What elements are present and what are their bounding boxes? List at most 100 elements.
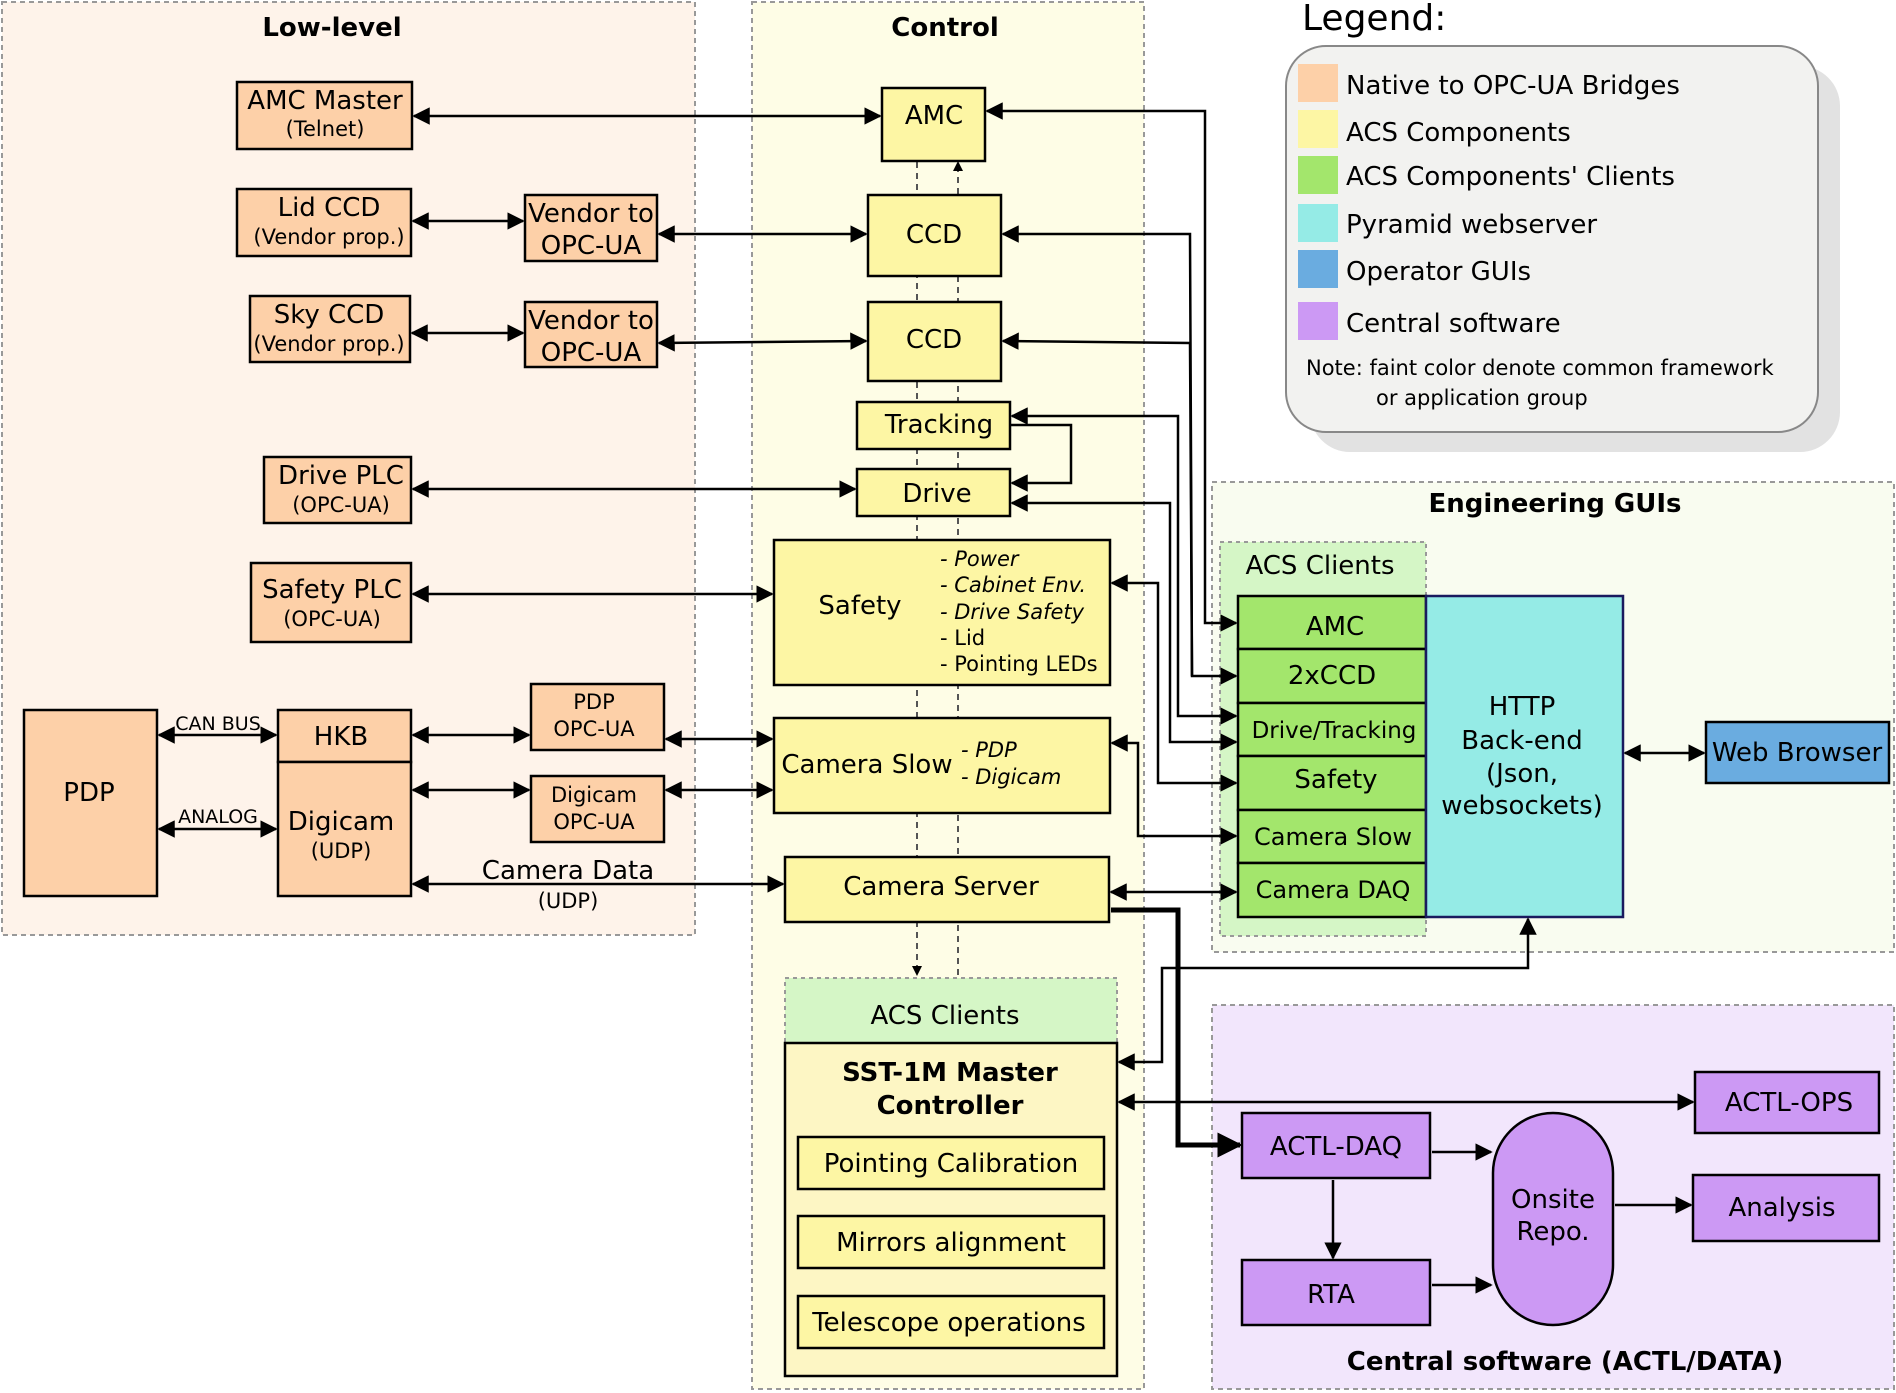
tracking-component-box	[855, 400, 1012, 451]
mirrors-alignment-box	[796, 1214, 1106, 1270]
drive-component-box	[855, 467, 1012, 518]
web-browser-box	[1704, 720, 1891, 785]
ccd-component-2-label: CCD	[906, 325, 962, 355]
legend-swatch-acs-clients	[1298, 156, 1338, 194]
can-bus-label: CAN BUS	[175, 713, 261, 735]
link-cameraserver-actldaq	[1111, 907, 1243, 1158]
eng-client-amc-label: AMC	[1306, 612, 1364, 642]
lid-ccd-sub: (Vendor prop.)	[253, 225, 404, 249]
eng-client-ccd-label: 2xCCD	[1288, 661, 1376, 691]
pointing-calibration-label: Pointing Calibration	[824, 1149, 1079, 1179]
legend-label-native: Native to OPC-UA Bridges	[1346, 71, 1680, 101]
legend-swatch-operator	[1298, 250, 1338, 288]
legend-label-central: Central software	[1346, 309, 1561, 339]
camera-slow-item-pdp: - PDP	[961, 738, 1017, 762]
engineering-title: Engineering GUIs	[1428, 489, 1681, 519]
connectors	[157, 102, 1706, 1294]
pdp-opcua-box	[529, 682, 666, 752]
pdp-opcua-l2: OPC-UA	[553, 717, 635, 741]
vendor-opcua-1-box	[523, 193, 659, 263]
legend-label-pyramid: Pyramid webserver	[1346, 210, 1597, 240]
sky-ccd-label: Sky CCD	[274, 300, 385, 330]
eng-client-safety-label: Safety	[1294, 765, 1377, 795]
acs-clients-ctrl-title: ACS Clients	[870, 1001, 1019, 1031]
actl-daq-box	[1240, 1111, 1432, 1180]
digicam-opcua-box	[529, 774, 666, 844]
control-title: Control	[891, 13, 998, 43]
http-backend-l4: websockets)	[1441, 791, 1603, 821]
amc-master-sub: (Telnet)	[286, 117, 365, 141]
legend-label-acs-clients: ACS Components' Clients	[1346, 162, 1675, 192]
legend-swatch-pyramid	[1298, 204, 1338, 242]
lowlevel-title: Low-level	[262, 13, 401, 43]
digicam-sub: (UDP)	[311, 839, 372, 863]
legend-title: Legend:	[1302, 0, 1446, 39]
link-vendor2-ccd2	[657, 332, 868, 352]
legend-note-line2: or application group	[1376, 386, 1588, 410]
amc-master-box	[235, 80, 414, 151]
vendor-opcua-2-box	[523, 300, 659, 369]
sky-ccd-sub: (Vendor prop.)	[253, 332, 404, 356]
drive-plc-label: Drive PLC	[278, 461, 404, 491]
pdp-opcua-l1: PDP	[573, 690, 615, 714]
legend-swatch-acs	[1298, 110, 1338, 148]
digicam-box	[276, 760, 413, 898]
safety-plc-box	[249, 561, 413, 644]
eng-client-camera-slow	[1236, 808, 1428, 865]
digicam-opcua-l1: Digicam	[551, 783, 637, 807]
amc-component-box	[880, 86, 987, 163]
pdp-box	[22, 708, 159, 898]
hkb-label: HKB	[314, 722, 368, 752]
link-master-http	[1117, 917, 1537, 1071]
master-controller-title-l1: SST-1M Master	[842, 1058, 1058, 1088]
actl-ops-box	[1693, 1070, 1881, 1135]
actl-daq-label: ACTL-DAQ	[1270, 1132, 1402, 1162]
lid-ccd-label: Lid CCD	[278, 193, 381, 223]
amc-component-label: AMC	[905, 101, 963, 131]
camera-data-sub: (UDP)	[538, 889, 599, 913]
analysis-label: Analysis	[1728, 1193, 1835, 1223]
acs-clients-eng-title: ACS Clients	[1245, 551, 1394, 581]
ccd-component-2-box	[866, 300, 1003, 383]
tracking-component-label: Tracking	[884, 410, 993, 440]
telescope-operations-box	[796, 1294, 1106, 1350]
legend-box	[1285, 45, 1819, 433]
drive-plc-box	[262, 455, 413, 525]
drive-plc-sub: (OPC-UA)	[292, 493, 390, 517]
ccd-component-1-box	[866, 193, 1003, 278]
central-title: Central software (ACTL/DATA)	[1347, 1347, 1783, 1377]
legend-swatch-central	[1298, 302, 1338, 340]
acs-clients-ctrl-area	[784, 977, 1118, 1047]
legend-label-operator: Operator GUIs	[1346, 257, 1531, 287]
vendor-opcua-1-l1: Vendor to	[528, 199, 654, 229]
legend-note-line1: Note: faint color denote common framewor…	[1306, 356, 1774, 380]
actl-ops-label: ACTL-OPS	[1725, 1088, 1853, 1118]
analysis-box	[1691, 1173, 1881, 1243]
safety-plc-label: Safety PLC	[262, 575, 402, 605]
http-backend-l3: (Json,	[1486, 759, 1558, 789]
legend-label-acs: ACS Components	[1346, 118, 1571, 148]
amc-master-label: AMC Master	[247, 86, 403, 116]
safety-item-cabinet-env: - Cabinet Env.	[940, 573, 1086, 597]
camera-server-box	[783, 855, 1111, 924]
digicam-label: Digicam	[288, 807, 395, 837]
pdp-label: PDP	[63, 778, 114, 808]
camera-slow-component-label: Camera Slow	[781, 750, 952, 780]
eng-client-camera-daq-label: Camera DAQ	[1256, 876, 1411, 904]
camera-slow-item-digicam: - Digicam	[961, 765, 1061, 789]
vendor-opcua-2-l2: OPC-UA	[541, 338, 642, 368]
link-cameraslow-engclient	[1110, 734, 1238, 845]
camera-data-label: Camera Data	[482, 856, 654, 886]
rta-box	[1240, 1258, 1432, 1327]
http-backend-l1: HTTP	[1489, 692, 1556, 722]
ccd-component-1-label: CCD	[906, 220, 962, 250]
eng-client-amc	[1236, 594, 1428, 651]
drive-component-label: Drive	[902, 479, 971, 509]
safety-component-label: Safety	[818, 591, 901, 621]
vendor-opcua-1-l2: OPC-UA	[541, 231, 642, 261]
lid-ccd-box	[235, 187, 413, 258]
master-controller-title-l2: Controller	[877, 1091, 1024, 1121]
safety-item-lid: - Lid	[940, 626, 985, 650]
eng-client-camera-daq	[1236, 861, 1428, 919]
rta-label: RTA	[1307, 1280, 1355, 1310]
